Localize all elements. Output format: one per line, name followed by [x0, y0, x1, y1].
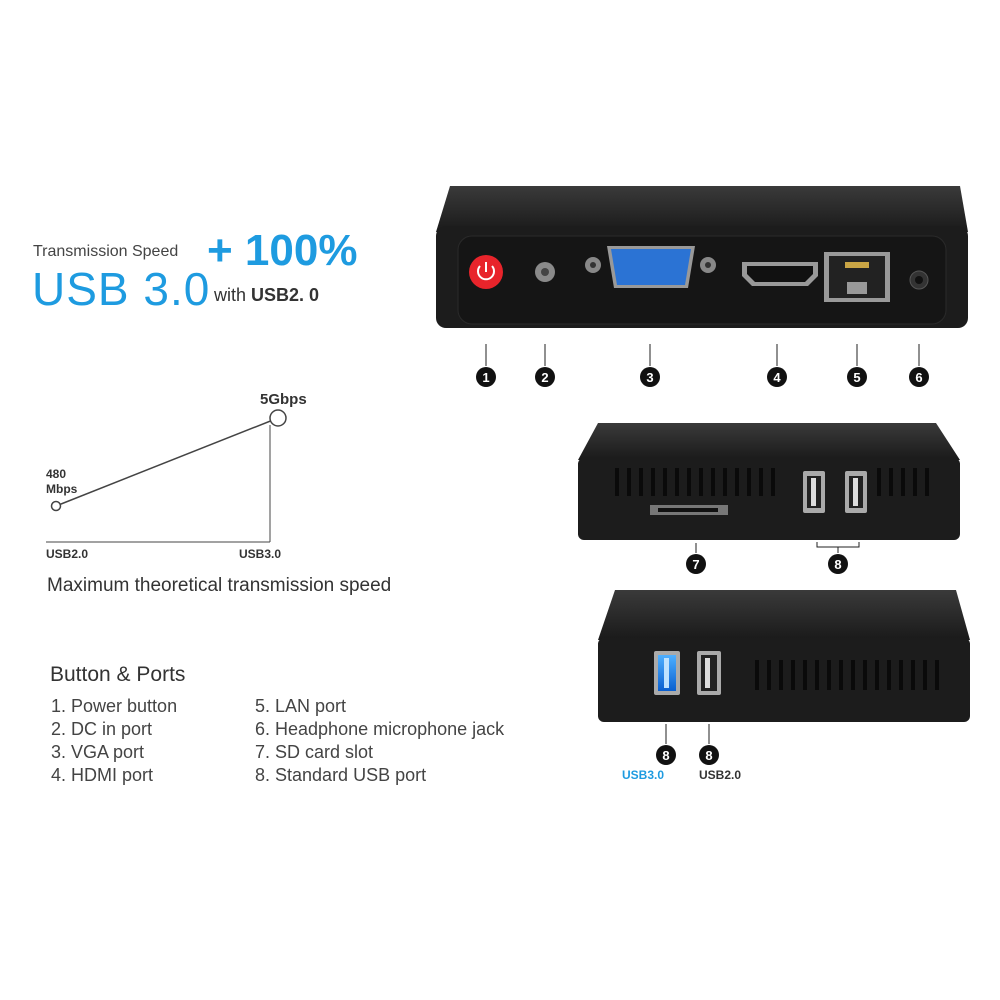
x-label-usb3: USB3.0 — [239, 547, 281, 561]
callout-badge — [476, 367, 496, 387]
port-item: 1. Power button — [51, 696, 178, 716]
callout-number: 2 — [541, 370, 548, 385]
vga-port-icon — [585, 246, 716, 288]
speed-caption: Maximum theoretical transmission speed — [47, 575, 392, 596]
speed-line — [55, 417, 279, 507]
port-item: 4. HDMI port — [51, 765, 154, 785]
device-illustrations: 1 2 3 4 5 6 — [436, 186, 970, 765]
side-callouts: 7 8 — [686, 542, 860, 574]
callout-badge — [699, 745, 719, 765]
callout-badge — [656, 745, 676, 765]
hdmi-port-icon — [742, 262, 818, 286]
ports-list-title: Button & Ports — [50, 663, 186, 686]
port-item: 6. Headphone microphone jack — [255, 719, 505, 739]
callout-badge — [535, 367, 555, 387]
callout-number: 1 — [482, 370, 489, 385]
side-device-top — [578, 423, 960, 460]
usb2-point — [50, 500, 62, 512]
port-item: 2. DC in port — [51, 719, 153, 739]
usb3-heading: USB 3.0 — [32, 263, 211, 315]
usb3-speed-value: 5Gbps — [260, 391, 307, 408]
callout-badge — [847, 367, 867, 387]
callout-number: 6 — [915, 370, 922, 385]
side-vent-slots — [615, 468, 929, 496]
usb2-speed-unit: Mbps — [46, 482, 78, 496]
callout-number: 7 — [692, 557, 699, 572]
usb2-port-icon — [845, 471, 867, 513]
side-view-device — [578, 423, 960, 540]
callout-badge — [686, 554, 706, 574]
callout-badge — [828, 554, 848, 574]
other-side-vent-slots — [755, 660, 939, 690]
lan-port-icon — [824, 252, 890, 302]
callout-badge — [767, 367, 787, 387]
port-item: 3. VGA port — [51, 742, 145, 762]
callout-number: 3 — [646, 370, 653, 385]
with-usb2-text: with USB2. 0 — [214, 285, 319, 306]
callout-number: 8 — [662, 748, 669, 763]
usb3-port-icon — [654, 651, 680, 695]
callout-number: 8 — [705, 748, 712, 763]
usb2-word: USB2. 0 — [251, 285, 320, 305]
other-side-callouts: 8 8 — [656, 724, 719, 765]
callout-badge — [909, 367, 929, 387]
speed-increase-text: + 100% — [207, 226, 358, 275]
callout-number: 4 — [773, 370, 781, 385]
other-side-device-top — [598, 590, 970, 640]
other-side-device-body — [598, 638, 970, 722]
other-side-view-device — [598, 590, 970, 722]
callout-badge — [640, 367, 660, 387]
usb3-point — [269, 409, 287, 427]
usb2-port-label: USB2.0 — [699, 768, 742, 782]
speed-comparison-chart: 480 Mbps 5Gbps USB2.0 USB3.0 — [46, 391, 307, 561]
callout-number: 5 — [853, 370, 860, 385]
front-callouts: 1 2 3 4 5 6 — [476, 344, 929, 387]
power-symbol-icon — [477, 265, 495, 281]
port-item: 8. Standard USB port — [255, 765, 427, 785]
with-word: with — [214, 285, 247, 305]
port-item: 5. LAN port — [255, 696, 347, 716]
front-view-device — [436, 186, 968, 328]
usb2-port-icon — [803, 471, 825, 513]
ports-list-col2: 5. LAN port 6. Headphone microphone jack… — [255, 695, 504, 787]
port-item: 7. SD card slot — [255, 742, 374, 762]
callout-number: 8 — [834, 557, 841, 572]
usb2-speed-value: 480 — [46, 467, 66, 481]
x-label-usb2: USB2.0 — [46, 547, 88, 561]
transmission-speed-label: Transmission Speed — [33, 243, 179, 260]
ports-list-col1: 1. Power button 2. DC in port 3. VGA por… — [51, 695, 177, 787]
usb3-port-label: USB3.0 — [622, 768, 665, 782]
front-device-top — [436, 186, 968, 232]
usb2-port-icon — [697, 651, 721, 695]
